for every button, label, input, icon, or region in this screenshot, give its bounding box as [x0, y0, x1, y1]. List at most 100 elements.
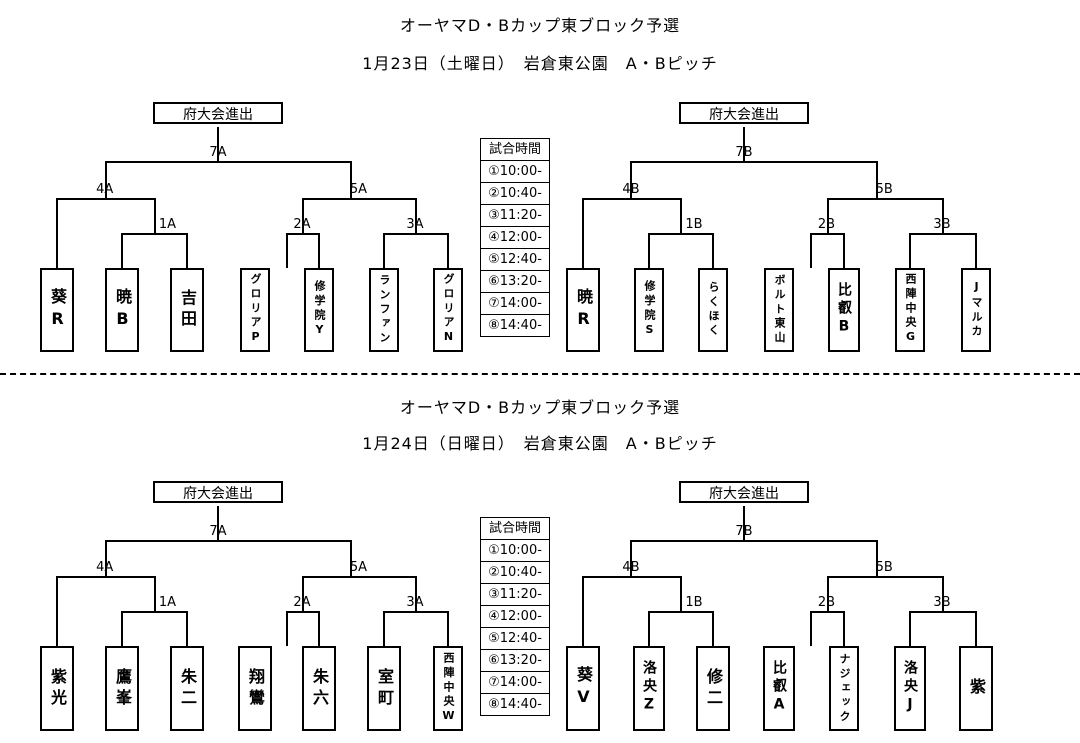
team-name: 吉田 [178, 289, 197, 331]
team-name: ナジェック [838, 652, 851, 725]
schedule-slot: ⑥13:20- [481, 650, 549, 672]
round-label: 7B [735, 145, 753, 160]
bracket-line [810, 233, 845, 235]
round-label: 3A [406, 217, 424, 232]
round-label: 1B [685, 217, 703, 232]
goal-box: 府大会進出 [679, 102, 809, 124]
goal-box: 府大会進出 [153, 102, 283, 124]
round-label: 5B [875, 560, 893, 575]
bracket-line [909, 233, 911, 268]
team-name: 西陣中央W [442, 651, 455, 726]
bracket-line [302, 576, 417, 578]
round-label: 3B [933, 595, 951, 610]
bracket-line [876, 540, 878, 576]
bracket-line [383, 611, 385, 646]
round-label: 1A [158, 595, 177, 610]
round-label: 4B [622, 182, 640, 197]
bracket-line [712, 233, 714, 268]
bracket-line [286, 611, 288, 646]
team-box: 翔鸞 [238, 646, 272, 731]
bracket-line [826, 576, 944, 578]
team-box: グロリアN [433, 268, 463, 352]
team-name: 西陣中央G [904, 273, 917, 347]
schedule-slot: ⑧14:40- [488, 697, 542, 712]
bracket-line [217, 127, 219, 161]
round-label: 2B [817, 217, 836, 232]
schedule-slot: ⑧14:40- [488, 318, 542, 333]
team-box: グロリアP [240, 268, 270, 352]
team-name: 比叡B [836, 281, 852, 339]
team-name: 翔鸞 [246, 667, 265, 710]
bracket-line [843, 233, 845, 268]
team-name: 修学院S [643, 280, 656, 340]
bracket-line [447, 611, 449, 646]
team-name: 葵R [48, 287, 67, 333]
round-label: 4B [622, 560, 640, 575]
bracket-line [186, 233, 188, 268]
bracket-line [105, 161, 352, 163]
schedule-slot: ①10:00- [481, 161, 549, 183]
schedule-slot: ⑥13:20- [481, 271, 549, 293]
schedule-slot: ③11:20- [481, 205, 549, 227]
bracket-line [582, 576, 682, 578]
bracket-line [975, 611, 977, 646]
bracket-line [826, 198, 829, 233]
bracket-line [680, 576, 682, 611]
team-box: 修二 [696, 646, 730, 731]
schedule-slot: ②10:40- [481, 562, 549, 584]
round-label: 3B [933, 217, 951, 232]
round-label: 1A [158, 217, 177, 232]
team-box: 西陣中央G [895, 268, 925, 352]
bracket-line [648, 233, 714, 235]
team-box: 葵V [566, 646, 600, 731]
bracket-line [648, 233, 650, 268]
goal-box: 府大会進出 [153, 481, 283, 503]
team-name: 室町 [375, 667, 394, 710]
bracket-line [105, 161, 107, 198]
team-name: 朱二 [178, 667, 197, 710]
bracket-line [942, 576, 944, 611]
dashed-divider [0, 373, 1080, 375]
team-name: 洛央J [902, 660, 918, 717]
team-name: ランファン [378, 274, 391, 346]
page-subtitle: 1月24日（日曜日） 岩倉東公園 A・Bピッチ [362, 434, 718, 453]
page-title: オーヤマD・Bカップ東ブロック予選 [399, 398, 681, 417]
round-label: 4A [96, 182, 114, 197]
team-name: 修二 [704, 667, 723, 710]
schedule-slot: ②10:40- [481, 183, 549, 205]
team-name: 鷹峯 [113, 667, 132, 710]
round-label: 7B [735, 524, 753, 539]
team-name: 暁B [113, 287, 132, 333]
team-box: 紫 [959, 646, 993, 731]
bracket-line [909, 233, 977, 235]
team-box: 室町 [367, 646, 401, 731]
team-box: 洛央Z [633, 646, 665, 731]
bracket-line [826, 198, 944, 200]
team-box: 紫光 [40, 646, 74, 731]
round-label: 1B [685, 595, 703, 610]
team-box: ランファン [369, 268, 399, 352]
bracket-line [876, 161, 878, 198]
team-name: 修学院Y [313, 280, 326, 340]
bracket-line [217, 506, 219, 540]
bracket-line [810, 611, 812, 646]
team-box: らくほく [698, 268, 728, 352]
bracket-line [121, 611, 188, 613]
schedule-header: 試合時間 [481, 139, 549, 161]
team-name: 洛央Z [641, 660, 657, 717]
bracket-line [447, 233, 449, 268]
round-label: 2A [293, 217, 311, 232]
bracket-line [630, 161, 878, 163]
bracket-line [302, 576, 304, 611]
team-box: 比叡B [828, 268, 860, 352]
bracket-line [56, 576, 58, 646]
bracket-line [105, 540, 107, 576]
bracket-line [286, 233, 320, 235]
bracket-line [121, 611, 123, 646]
team-box: 修学院S [634, 268, 664, 352]
bracket-line [810, 611, 845, 613]
bracket-line [826, 576, 829, 611]
team-name: 葵V [574, 666, 593, 711]
bracket-line [350, 161, 352, 198]
